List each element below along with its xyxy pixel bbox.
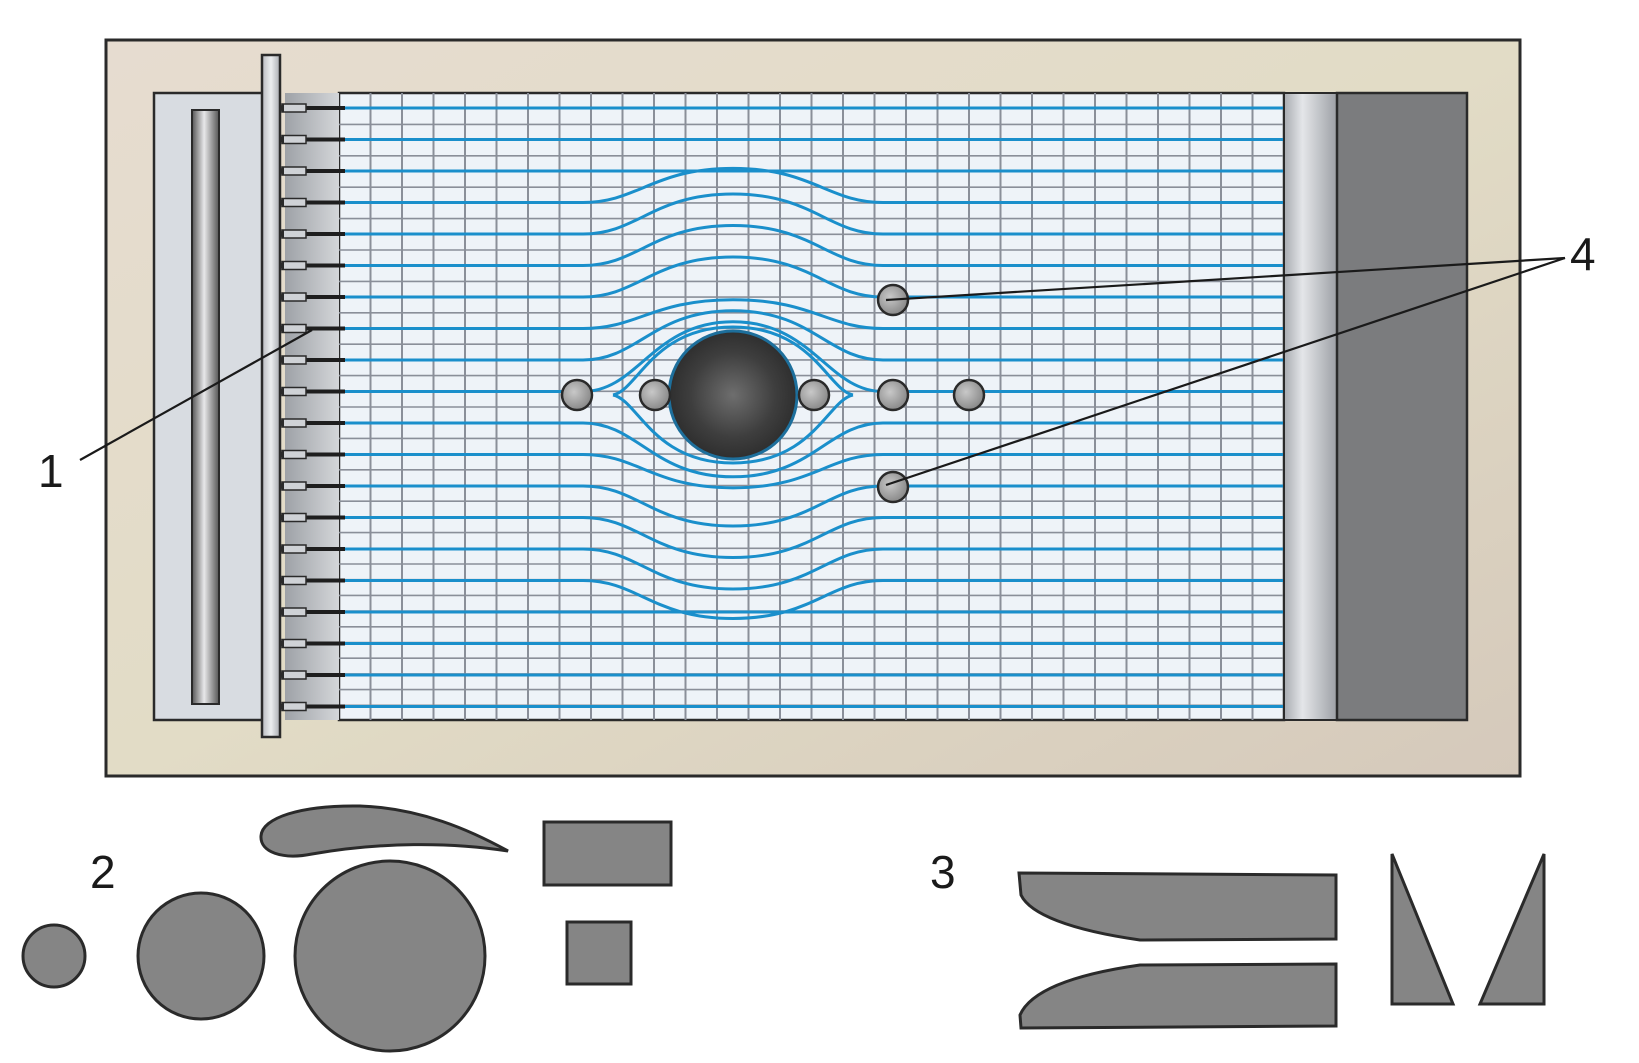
nozzle-tip — [281, 481, 307, 491]
streamline-split-lower — [612, 393, 854, 465]
nozzle-row — [276, 103, 345, 712]
streamline — [339, 484, 1284, 528]
nozzle-tip — [281, 670, 307, 680]
streamline — [339, 516, 1284, 560]
callout-2: 2 — [90, 846, 116, 898]
streamline — [339, 192, 1284, 236]
leader-line-1 — [79, 329, 313, 461]
probe-pin-icon — [876, 378, 910, 412]
nozzle-tip — [281, 512, 307, 523]
circle-obstacle-icon — [667, 329, 799, 461]
small-circle-body — [21, 923, 87, 989]
nozzle-tip — [281, 229, 307, 239]
callout-3: 3 — [930, 846, 956, 898]
nozzle-tip — [281, 418, 307, 428]
nozzle-tip — [281, 134, 307, 145]
nozzle-bar — [260, 53, 282, 739]
probe-pin-icon — [952, 378, 986, 412]
nozzle-tip — [281, 386, 307, 397]
nozzle-tip — [281, 638, 307, 649]
rectangle-body — [542, 820, 673, 887]
callout-1: 1 — [38, 445, 64, 497]
outlet-weir — [1283, 92, 1338, 721]
nozzle-tip — [281, 701, 307, 712]
streamline — [339, 547, 1284, 591]
callout-4: 4 — [1570, 228, 1596, 280]
wedge-bodies-group — [1017, 853, 1546, 1030]
large-circle-body — [293, 859, 487, 1053]
left-triangle-body — [1390, 853, 1456, 1006]
streamline — [339, 298, 1284, 330]
leader-line-4b — [885, 256, 1566, 487]
streamline — [339, 223, 1284, 267]
streamline-split-upper — [612, 325, 854, 397]
outlet-chamber — [1335, 91, 1469, 722]
streamline — [339, 421, 1284, 479]
nozzle-tip — [281, 607, 307, 617]
probe-pin-icon — [876, 470, 910, 504]
lower-ogive-body — [1018, 962, 1338, 1030]
nozzle-tip — [281, 449, 307, 460]
streamline — [339, 579, 1284, 620]
nozzle-tip — [281, 260, 307, 271]
streamline — [339, 320, 1284, 393]
upper-ogive-body — [1017, 871, 1338, 942]
nozzle-tip — [281, 355, 307, 365]
probe-pin-icon — [638, 378, 672, 412]
nozzle-tip — [281, 103, 307, 113]
nozzle-manifold-shadow — [285, 93, 339, 720]
right-triangle-body — [1477, 853, 1546, 1006]
probe-pin-icon — [560, 378, 594, 412]
airfoil-body — [259, 804, 509, 858]
nozzle-tip — [281, 197, 307, 208]
leader-line-4a — [885, 256, 1566, 302]
nozzle-tip — [281, 292, 307, 302]
nozzle-tip — [281, 323, 307, 334]
nozzle-tip — [281, 544, 307, 554]
streamline — [339, 453, 1284, 490]
streamline — [339, 309, 1284, 362]
nozzle-tip — [281, 575, 307, 586]
model-bodies-group — [21, 804, 673, 1053]
medium-circle-body — [136, 891, 266, 1021]
streamline — [339, 255, 1284, 299]
square-body — [565, 920, 633, 986]
inlet-slot — [191, 109, 220, 705]
streamline — [339, 166, 1284, 204]
streamline-field — [339, 106, 1284, 708]
nozzle-tip — [281, 166, 307, 176]
probe-pin-icon — [797, 378, 831, 412]
